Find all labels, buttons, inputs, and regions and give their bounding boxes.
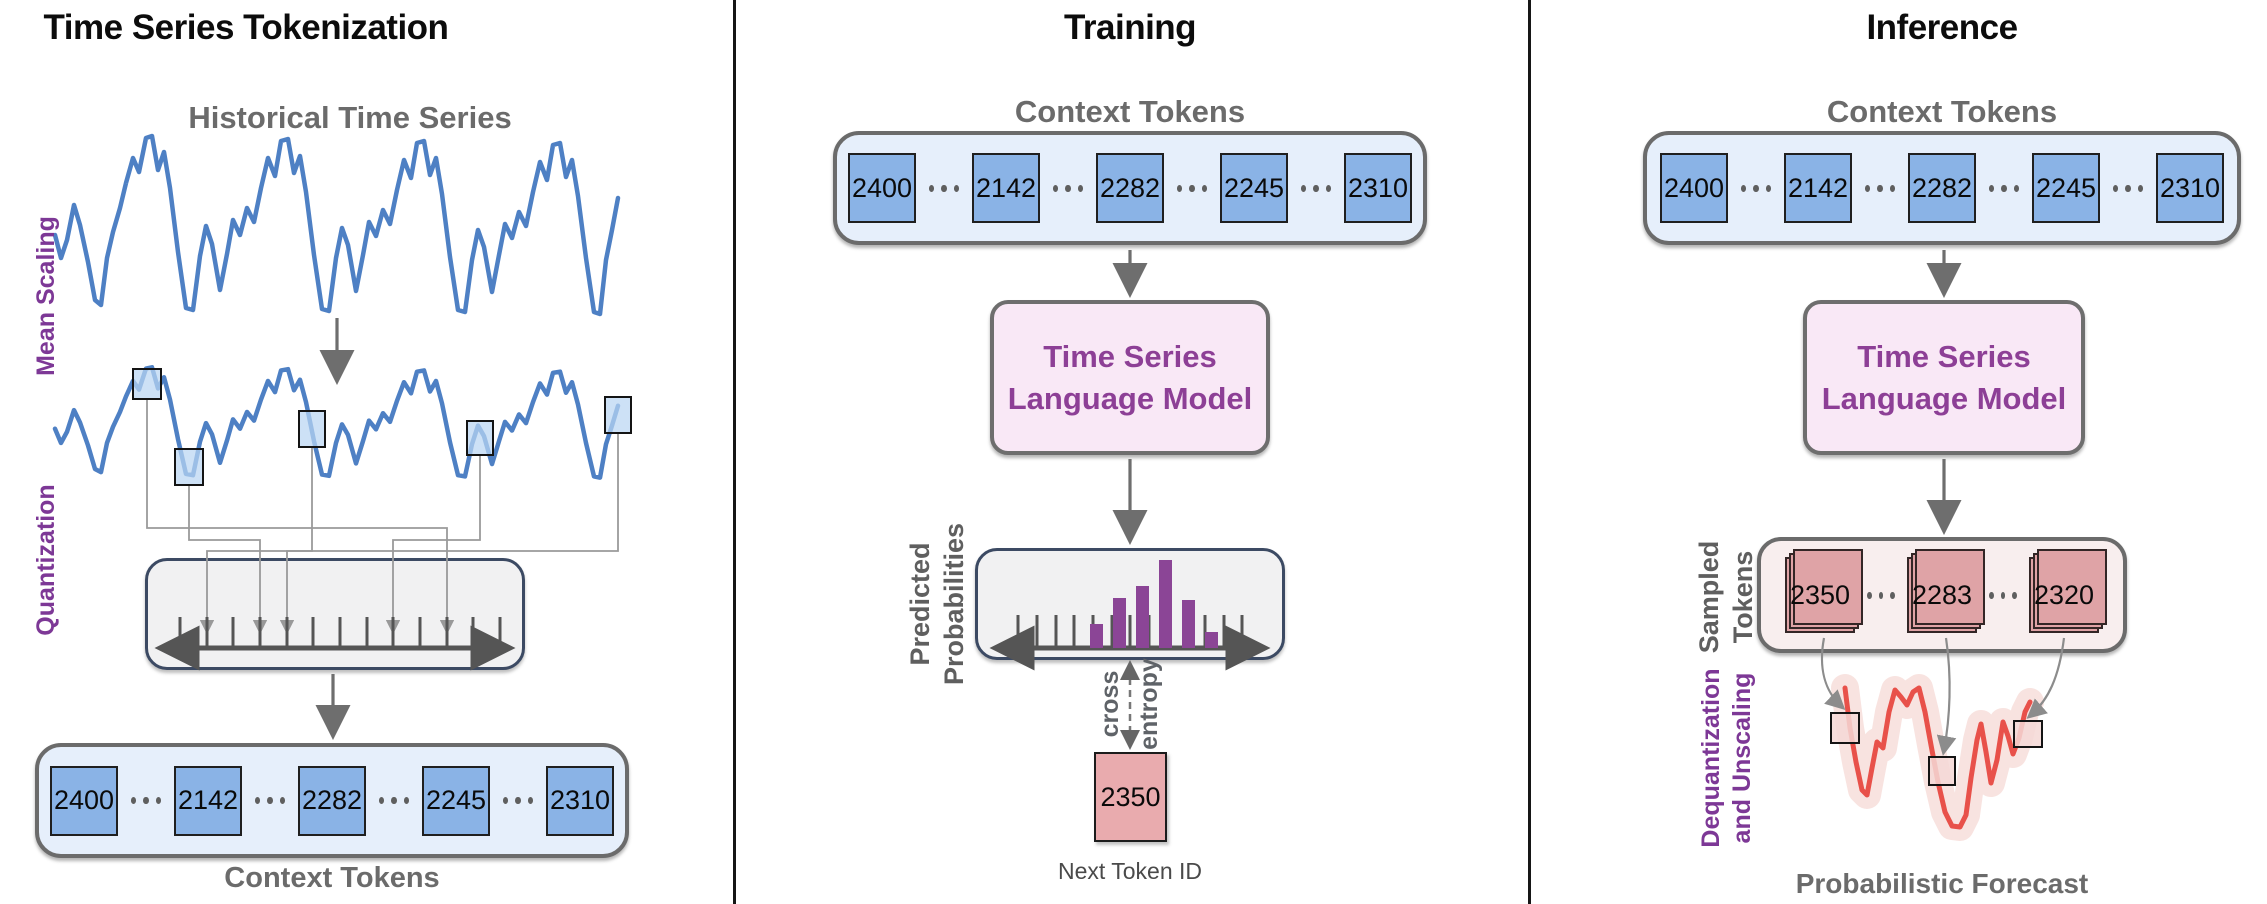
- ellipsis: [1053, 184, 1083, 192]
- ellipsis: [1301, 184, 1331, 192]
- ellipsis: [503, 797, 533, 804]
- dequantization-label: Dequantization and Unscaling: [1696, 668, 1756, 848]
- training-language-model-box: Time Series Language Model: [990, 300, 1270, 455]
- context-token: 2245: [2032, 153, 2100, 223]
- ellipsis: [131, 797, 161, 804]
- inference-language-model-box: Time Series Language Model: [1803, 300, 2085, 455]
- sample-window-box: [604, 396, 632, 434]
- sampled-token: 2320: [2029, 557, 2099, 633]
- next-token-caption: Next Token ID: [1057, 858, 1203, 884]
- ellipsis: [1865, 184, 1895, 192]
- ellipsis: [1867, 591, 1896, 599]
- context-token: 2310: [2156, 153, 2224, 223]
- sample-window-box: [132, 368, 162, 400]
- context-token: 2245: [1220, 153, 1288, 223]
- ellipsis: [1741, 184, 1771, 192]
- sampled-tokens-container: 2350 2283 2320: [1757, 537, 2127, 653]
- training-context-tokens-label: Context Tokens: [1014, 94, 1246, 129]
- probability-bar: [1181, 600, 1195, 648]
- context-token: 2400: [848, 153, 916, 223]
- ellipsis: [1989, 591, 2018, 599]
- context-token: 2400: [1660, 153, 1728, 223]
- training-title: Training: [1063, 8, 1197, 47]
- context-token: 2282: [1908, 153, 1976, 223]
- training-context-tokens-container: 2400 2142 2282 2245 2310: [833, 131, 1427, 245]
- panel-divider-left: [733, 0, 736, 904]
- inference-title: Inference: [1866, 8, 2018, 47]
- forecast-sample-box: [1830, 712, 1860, 744]
- sample-window-box: [174, 448, 204, 486]
- token-row: 2400 2142 2282 2245 2310: [848, 153, 1412, 223]
- context-token: 2310: [546, 765, 614, 836]
- context-token: 2282: [1096, 153, 1164, 223]
- dequantization-arrows: [1820, 637, 2066, 756]
- next-token-box: 2350: [1094, 752, 1167, 842]
- ellipsis: [1177, 184, 1207, 192]
- quantization-label: Quantization: [32, 484, 61, 636]
- mean-scaling-label: Mean Scaling: [32, 216, 61, 376]
- token-row: 2400 2142 2282 2245 2310: [50, 765, 614, 836]
- context-token: 2245: [422, 765, 490, 836]
- quantization-connectors: [146, 400, 619, 635]
- token-row: 2350 2283 2320: [1785, 557, 2099, 633]
- context-tokens-caption: Context Tokens: [224, 862, 440, 894]
- ellipsis: [255, 797, 285, 804]
- inference-context-tokens-label: Context Tokens: [1826, 94, 2058, 129]
- context-token: 2400: [50, 765, 118, 836]
- cross-entropy-label: cross entropy: [1096, 658, 1163, 750]
- historical-series-label: Historical Time Series: [188, 100, 512, 135]
- forecast-sample-box: [1928, 756, 1956, 786]
- tokenization-title: Time Series Tokenization: [43, 8, 449, 47]
- context-token: 2142: [174, 765, 242, 836]
- historical-time-series-curve: [55, 136, 618, 314]
- probability-bar: [1204, 632, 1218, 648]
- context-token: 2282: [298, 765, 366, 836]
- tokenization-context-tokens-container: 2400 2142 2282 2245 2310: [35, 743, 629, 858]
- panel-divider-right: [1528, 0, 1531, 904]
- ellipsis: [929, 184, 959, 192]
- context-token: 2142: [1784, 153, 1852, 223]
- quantization-ticks: [178, 617, 502, 647]
- ellipsis: [2113, 184, 2143, 192]
- context-token: 2310: [1344, 153, 1412, 223]
- probability-bar: [1112, 598, 1126, 648]
- ellipsis: [379, 797, 409, 804]
- ellipsis: [1989, 184, 2019, 192]
- sample-window-box: [466, 420, 494, 456]
- probability-bar: [1158, 560, 1172, 648]
- sample-window-box: [298, 410, 326, 448]
- probabilistic-forecast-label: Probabilistic Forecast: [1795, 868, 2089, 899]
- token-row: 2400 2142 2282 2245 2310: [1660, 153, 2224, 223]
- sampled-token: 2283: [1907, 557, 1977, 633]
- probability-bar: [1135, 586, 1149, 648]
- forecast-sample-box: [2013, 720, 2043, 748]
- sampled-token: 2350: [1785, 557, 1855, 633]
- context-token: 2142: [972, 153, 1040, 223]
- predicted-probabilities-label: Predicted Probabilities: [905, 522, 969, 686]
- inference-context-tokens-container: 2400 2142 2282 2245 2310: [1643, 131, 2241, 245]
